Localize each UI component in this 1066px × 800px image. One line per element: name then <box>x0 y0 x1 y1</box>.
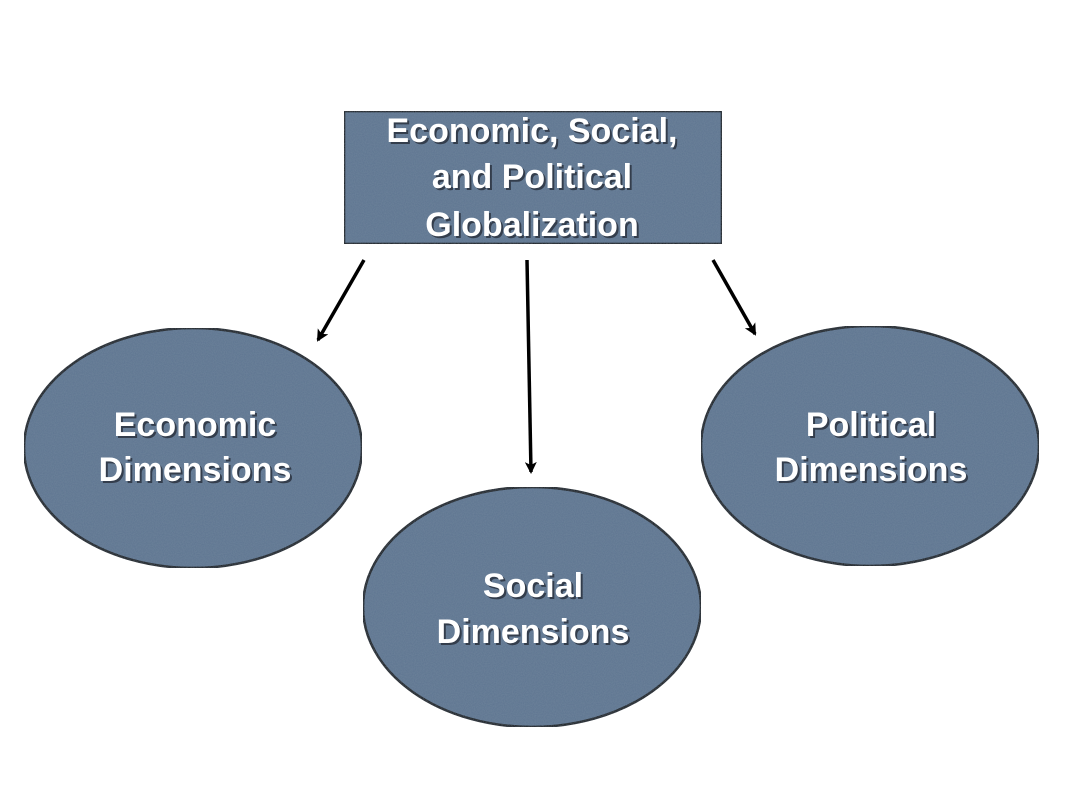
svg-text:Dimensions: Dimensions <box>777 453 970 491</box>
economic-node-ellipse <box>22 326 364 570</box>
svg-text:Economic: Economic <box>116 408 278 446</box>
economic-node-label-line-2: Dimensions <box>99 451 292 489</box>
economic-node: Economic Dimensions Economic Dimensions <box>22 326 364 570</box>
social-node-label-line-2: Dimensions <box>437 613 630 651</box>
political-node-label-line-1: Political <box>806 406 936 444</box>
arrow-top-to-social <box>524 259 537 474</box>
arrows <box>316 259 757 474</box>
top-node-label-line-2: and Political <box>432 158 632 196</box>
svg-text:Economic, Social,: Economic, Social, <box>389 114 680 152</box>
top-node-label-line-3: Globalization <box>425 206 638 244</box>
svg-text:Dimensions: Dimensions <box>101 453 294 491</box>
arrow-top-to-economic <box>316 259 366 342</box>
social-node: Social Dimensions Social Dimensions <box>361 485 703 729</box>
top-node-box <box>342 109 724 246</box>
svg-text:Social: Social <box>485 569 585 607</box>
svg-text:and Political: and Political <box>434 160 634 198</box>
political-node: Political Dimensions Political Dimension… <box>699 324 1041 568</box>
political-node-label-line-2: Dimensions <box>775 451 968 489</box>
social-node-label-line-1: Social <box>483 567 583 605</box>
economic-node-label-line-1: Economic <box>114 406 276 444</box>
top-node: Economic, Social, and Political Globaliz… <box>342 109 724 246</box>
svg-text:Dimensions: Dimensions <box>439 615 632 653</box>
svg-text:Political: Political <box>808 408 938 446</box>
arrow-top-to-political <box>711 259 757 336</box>
svg-text:Globalization: Globalization <box>427 208 640 246</box>
top-node-label-line-1: Economic, Social, <box>387 112 678 150</box>
political-node-ellipse <box>699 324 1041 568</box>
social-node-ellipse <box>361 485 703 729</box>
